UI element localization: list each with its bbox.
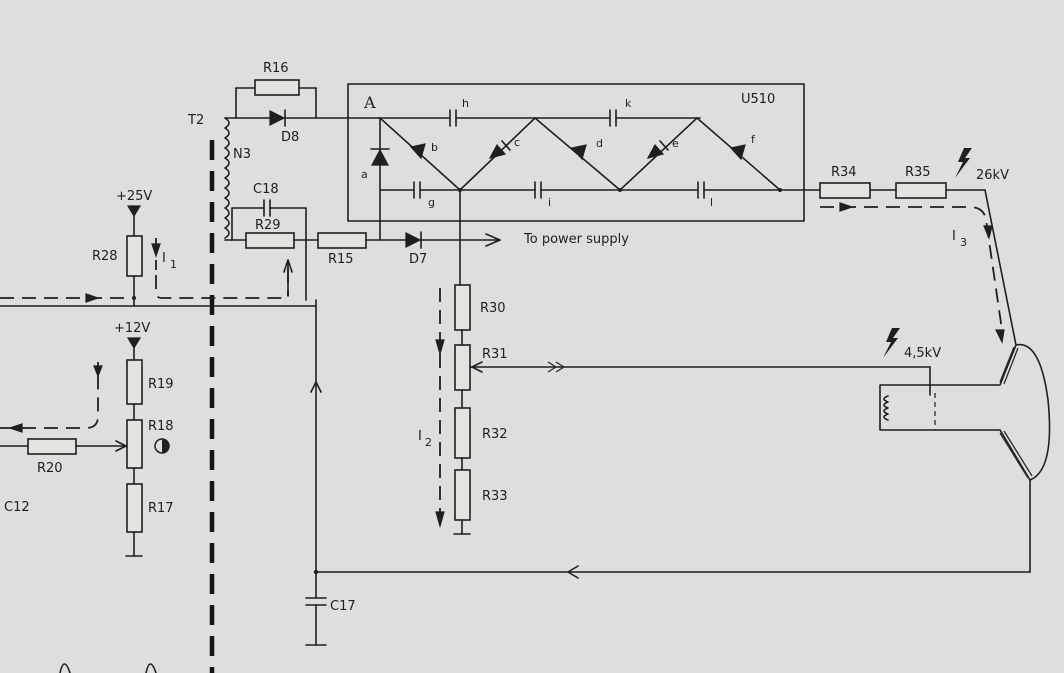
resistor-r18 bbox=[126, 419, 143, 469]
resistor-r28-label: R28 bbox=[92, 249, 118, 264]
cap-k-label: k bbox=[625, 97, 632, 110]
cap-l-label: l bbox=[710, 196, 713, 209]
resistor-r31-label: R31 bbox=[482, 347, 508, 362]
power-supply-branch: R15 D7 To power supply bbox=[317, 231, 629, 267]
diode-c bbox=[488, 143, 507, 159]
diode-b-label: b bbox=[431, 141, 438, 154]
bus-25v bbox=[0, 268, 317, 307]
partial-curve-left bbox=[59, 663, 71, 673]
resistor-r29-label: R29 bbox=[255, 218, 281, 233]
current-i3-sub: 3 bbox=[960, 236, 967, 249]
power-supply-label: To power supply bbox=[523, 232, 629, 247]
multiplier-u510: U510 A h k g i l a b c d bbox=[347, 83, 805, 241]
resistor-r19-label: R19 bbox=[148, 377, 174, 392]
focus-arrow-icon bbox=[547, 361, 566, 373]
resistor-r30 bbox=[454, 284, 471, 331]
resistor-r20 bbox=[27, 438, 77, 455]
resistor-r33-label: R33 bbox=[482, 489, 508, 504]
resistor-r31 bbox=[454, 344, 471, 391]
resistor-r32-label: R32 bbox=[482, 427, 508, 442]
focus-divider: R30 R31 R32 R33 I 2 bbox=[418, 189, 931, 535]
capacitor-c12-label: C12 bbox=[4, 500, 30, 515]
focus-bolt-icon bbox=[883, 328, 900, 358]
diode-b bbox=[409, 143, 426, 160]
voltage-25v: +25V bbox=[116, 189, 152, 204]
resistor-r20-label: R20 bbox=[37, 461, 63, 476]
transformer-label: T2 bbox=[187, 113, 204, 128]
brightness-icon bbox=[154, 438, 170, 454]
r19-r18-r17-branch: +12V R19 R18 R17 R20 C12 bbox=[0, 321, 174, 557]
resistor-r32 bbox=[454, 407, 471, 459]
resistor-r35-label: R35 bbox=[905, 165, 931, 180]
resistor-r16 bbox=[254, 79, 300, 96]
resistor-r34 bbox=[819, 182, 871, 199]
voltage-26kv: 26kV bbox=[976, 168, 1009, 183]
diode-f bbox=[729, 144, 746, 161]
diode-d7-label: D7 bbox=[409, 252, 427, 267]
resistor-r15-label: R15 bbox=[328, 252, 354, 267]
r16-d8-branch: R16 D8 bbox=[235, 61, 379, 145]
node-a-label: A bbox=[363, 93, 376, 112]
transformer-t2: T2 N3 bbox=[187, 113, 251, 241]
r28-branch: +25V R28 I 1 bbox=[92, 189, 177, 307]
resistor-r34-label: R34 bbox=[831, 165, 857, 180]
diode-a-label: a bbox=[361, 168, 368, 181]
current-i1-letter: I bbox=[162, 251, 166, 266]
diode-a bbox=[371, 148, 389, 166]
r31-wiper-arrow bbox=[471, 361, 483, 373]
diode-d8-label: D8 bbox=[281, 130, 299, 145]
module-label: U510 bbox=[741, 92, 775, 107]
power-arrow bbox=[485, 233, 501, 247]
resistor-r30-label: R30 bbox=[480, 301, 506, 316]
resistor-r18-label: R18 bbox=[148, 419, 174, 434]
voltage-4-5kv: 4,5kV bbox=[904, 346, 941, 361]
diode-e bbox=[646, 143, 665, 159]
upward-arrow bbox=[310, 381, 322, 393]
partial-curve-right bbox=[145, 663, 157, 673]
diode-c-label: c bbox=[514, 136, 520, 149]
return-arrow bbox=[567, 565, 579, 579]
resistor-r19 bbox=[126, 359, 143, 405]
c18-r29-network: R29 C18 bbox=[231, 182, 319, 301]
diode-d bbox=[570, 144, 587, 161]
diode-e-label: e bbox=[672, 137, 679, 150]
cap-g-label: g bbox=[428, 196, 435, 209]
resistor-r35 bbox=[895, 182, 947, 199]
crt-tube: 4,5kV bbox=[879, 328, 1051, 481]
diode-d-label: d bbox=[596, 137, 603, 150]
current-i3: I 3 bbox=[820, 202, 1005, 344]
hv-output: R34 R35 26kV bbox=[779, 148, 1017, 346]
resistor-r17 bbox=[126, 483, 143, 533]
capacitor-c18-label: C18 bbox=[253, 182, 279, 197]
return-line: C17 bbox=[305, 299, 1031, 646]
current-i2-letter: I bbox=[418, 429, 422, 444]
winding-label: N3 bbox=[233, 147, 251, 162]
capacitor-c17-label: C17 bbox=[330, 599, 356, 614]
diode-d7 bbox=[405, 232, 422, 248]
hv-bolt-icon bbox=[955, 148, 972, 178]
diode-d8 bbox=[269, 110, 286, 126]
resistor-r17-label: R17 bbox=[148, 501, 174, 516]
resistor-r16-label: R16 bbox=[263, 61, 289, 76]
current-i3-letter: I bbox=[952, 229, 956, 244]
cap-i-label: i bbox=[548, 196, 551, 209]
current-i1-sub: 1 bbox=[170, 258, 177, 271]
resistor-r29 bbox=[245, 232, 295, 249]
diode-f-label: f bbox=[751, 133, 756, 146]
cap-h-label: h bbox=[462, 97, 469, 110]
resistor-r15 bbox=[317, 232, 367, 249]
voltage-12v: +12V bbox=[114, 321, 150, 336]
current-i2-sub: 2 bbox=[425, 436, 432, 449]
resistor-r33 bbox=[454, 469, 471, 521]
resistor-r28 bbox=[126, 235, 143, 277]
